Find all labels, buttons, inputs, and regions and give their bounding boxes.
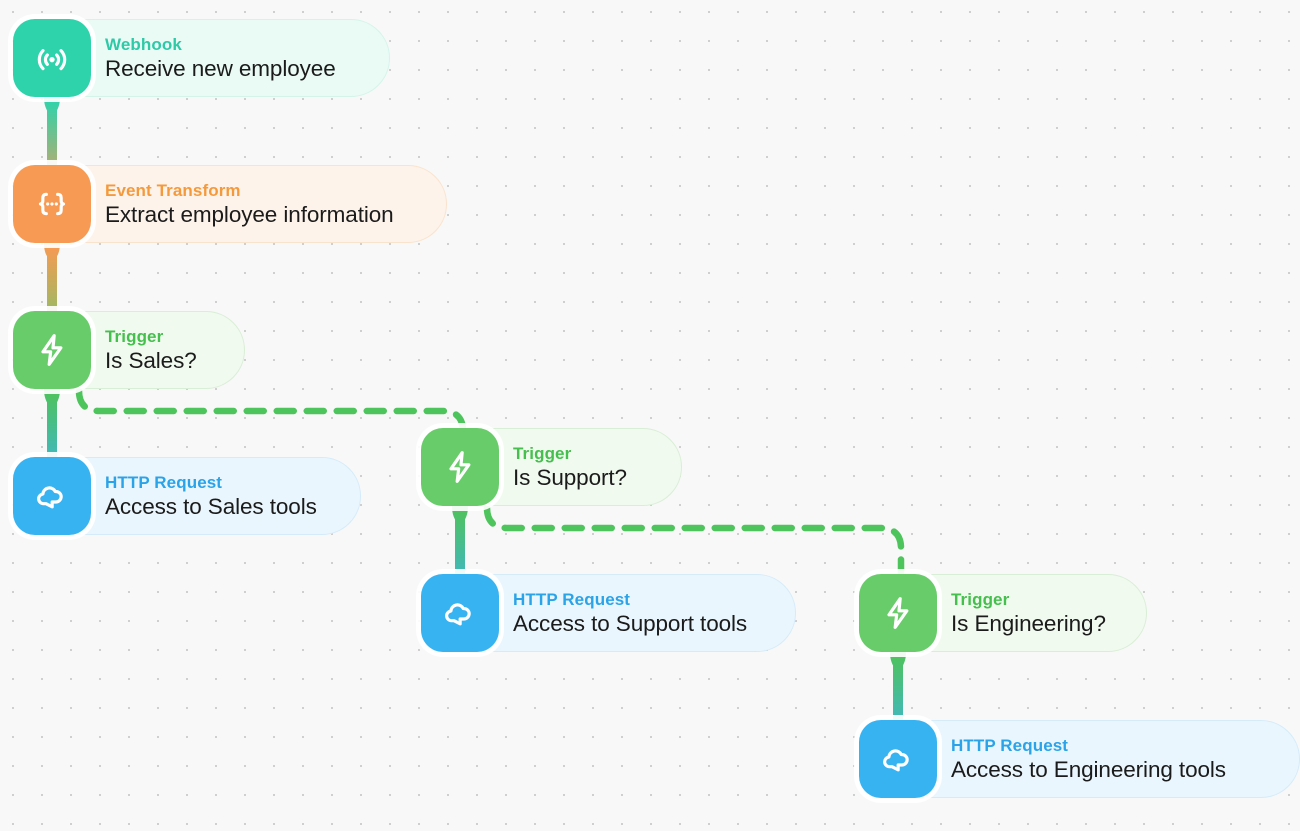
node-kind-label: Webhook bbox=[105, 34, 182, 54]
node-kind-label: HTTP Request bbox=[105, 472, 223, 492]
lightning-bolt-icon bbox=[421, 428, 499, 506]
node-kind-label: Event Transform bbox=[105, 180, 241, 200]
node-webhook-receive-new-employee[interactable]: Webhook Receive new employee bbox=[13, 19, 390, 97]
node-trigger-is-sales[interactable]: Trigger Is Sales? bbox=[13, 311, 245, 389]
node-trigger-is-support[interactable]: Trigger Is Support? bbox=[421, 428, 682, 506]
connector-trigger-sales-to-trigger-support bbox=[75, 387, 467, 448]
node-title-label: Is Sales? bbox=[105, 347, 197, 373]
node-http-request-access-to-sales-tools[interactable]: HTTP Request Access to Sales tools bbox=[13, 457, 361, 535]
node-title-label: Extract employee information bbox=[105, 201, 394, 227]
node-kind-label: Trigger bbox=[105, 326, 164, 346]
broadcast-icon bbox=[13, 19, 91, 97]
node-http-request-access-to-support-tools[interactable]: HTTP Request Access to Support tools bbox=[421, 574, 796, 652]
cloud-icon bbox=[421, 574, 499, 652]
lightning-bolt-icon bbox=[859, 574, 937, 652]
node-kind-label: HTTP Request bbox=[513, 589, 631, 609]
node-kind-label: Trigger bbox=[951, 589, 1010, 609]
node-kind-label: Trigger bbox=[513, 443, 572, 463]
node-title-label: Access to Engineering tools bbox=[951, 756, 1226, 782]
node-trigger-is-engineering[interactable]: Trigger Is Engineering? bbox=[859, 574, 1147, 652]
node-title-label: Is Support? bbox=[513, 464, 627, 490]
cloud-icon bbox=[859, 720, 937, 798]
node-event-transform-extract-employee-information[interactable]: Event Transform Extract employee informa… bbox=[13, 165, 447, 243]
braces-ellipsis-icon bbox=[13, 165, 91, 243]
node-title-label: Receive new employee bbox=[105, 55, 336, 81]
node-title-label: Access to Sales tools bbox=[105, 493, 317, 519]
lightning-bolt-icon bbox=[13, 311, 91, 389]
node-http-request-access-to-engineering-tools[interactable]: HTTP Request Access to Engineering tools bbox=[859, 720, 1300, 798]
node-title-label: Is Engineering? bbox=[951, 610, 1106, 636]
node-title-label: Access to Support tools bbox=[513, 610, 748, 636]
cloud-icon bbox=[13, 457, 91, 535]
node-kind-label: HTTP Request bbox=[951, 735, 1069, 755]
